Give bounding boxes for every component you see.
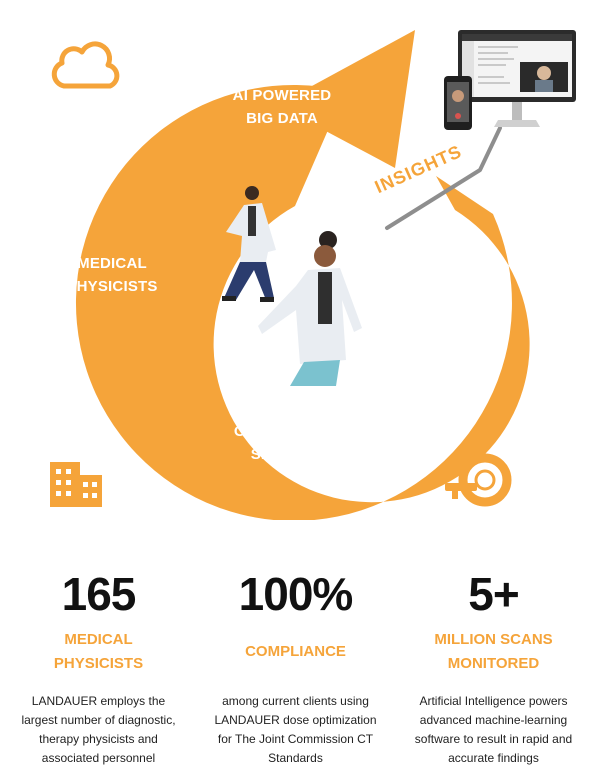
- label-medical-physicists: MEDICAL PHYSICISTS: [52, 252, 172, 298]
- label-ai-powered-big-data: AI POWERED BIG DATA: [214, 84, 350, 130]
- stat-desc-line: software to result in rapid and: [414, 732, 573, 746]
- stat-description: LANDAUER employs the largest number of d…: [0, 692, 197, 768]
- label-line: MEDICAL: [77, 255, 147, 272]
- cycle-arrow: [75, 84, 530, 521]
- stat-title-line: MILLION SCANS: [434, 631, 553, 648]
- stat-desc-line: therapy physicists and: [39, 732, 158, 746]
- stat-value: 100%: [238, 568, 354, 620]
- stat-desc-line: associated personnel: [41, 751, 156, 765]
- stat-title: MILLION SCANS MONITORED: [395, 628, 592, 676]
- label-imaging-equipment: IMAGING EQUIPMENT: [398, 252, 518, 298]
- stat-compliance: 100% COMPLIANCE among current clients us…: [197, 566, 394, 768]
- stat-desc-line: LANDAUER employs the: [31, 694, 166, 708]
- stat-value: 165: [61, 568, 137, 620]
- stat-medical-physicists: 165 MEDICAL PHYSICISTS LANDAUER employs …: [0, 566, 197, 768]
- label-line: SERVER: [250, 446, 314, 463]
- stat-million-scans: 5+ MILLION SCANS MONITORED Artificial In…: [395, 566, 592, 768]
- stat-desc-line: among current clients using: [222, 694, 369, 708]
- label-line: IMAGING: [424, 255, 492, 272]
- scanner-icon: [445, 453, 512, 507]
- label-line: PHYSICISTS: [66, 278, 158, 295]
- stat-desc-line: LANDAUER dose optimization: [214, 713, 377, 727]
- stat-desc-line: Standards: [268, 751, 323, 765]
- stat-title: COMPLIANCE: [197, 628, 394, 676]
- stat-description: Artificial Intelligence powers advanced …: [395, 692, 592, 768]
- physicians-illustration: [222, 186, 362, 386]
- stat-title-line: MEDICAL: [64, 631, 133, 648]
- stat-title: MEDICAL PHYSICISTS: [0, 628, 197, 676]
- label-line: AI POWERED: [232, 87, 332, 104]
- stat-desc-line: for The Joint Commission CT: [217, 732, 374, 746]
- stat-desc-line: Artificial Intelligence powers: [419, 694, 568, 708]
- building-icon: [50, 462, 102, 507]
- stat-desc-line: accurate findings: [448, 751, 539, 765]
- stat-title-line: PHYSICISTS: [53, 655, 144, 672]
- stat-value: 5+: [468, 568, 519, 620]
- cloud-icon: [51, 41, 120, 89]
- cycle-graphic: [50, 30, 576, 521]
- stat-desc-line: advanced machine-learning: [419, 713, 568, 727]
- label-line: EQUIPMENT: [412, 278, 504, 295]
- label-line: BIG DATA: [246, 110, 318, 127]
- devices-illustration: [444, 30, 576, 130]
- stat-description: among current clients using LANDAUER dos…: [197, 692, 394, 768]
- stat-title-line: COMPLIANCE: [245, 643, 346, 660]
- data-cycle-diagram: AI POWERED BIG DATA MEDICAL PHYSICISTS I…: [50, 30, 576, 521]
- insights-pointer-line: [385, 126, 502, 230]
- label-on-premise-server: ON PREMISE SERVER: [220, 420, 344, 466]
- stat-desc-line: largest number of diagnostic,: [21, 713, 176, 727]
- stat-title-line: MONITORED: [447, 655, 540, 672]
- cycle-arrow-head: [277, 30, 415, 168]
- label-line: ON PREMISE: [233, 423, 331, 440]
